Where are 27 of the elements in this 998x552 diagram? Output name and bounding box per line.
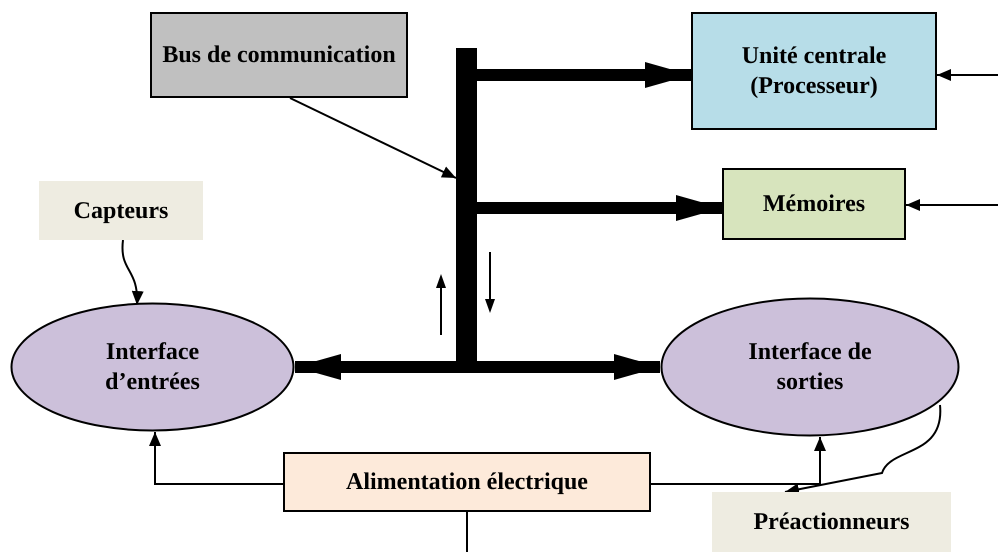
arrow bbox=[121, 240, 144, 305]
arrow bbox=[906, 199, 998, 211]
node-label: Alimentation électrique bbox=[345, 468, 589, 497]
process-box bbox=[691, 12, 937, 130]
node-label: Interface d’entrées bbox=[104, 338, 201, 397]
arrow bbox=[295, 354, 456, 380]
interface-ellipse bbox=[660, 297, 960, 437]
node-label: Bus de communication bbox=[161, 41, 397, 70]
power-box bbox=[283, 452, 651, 512]
process-box bbox=[722, 168, 906, 240]
leader-line bbox=[290, 97, 456, 179]
node-label: Interface de sorties bbox=[747, 338, 873, 397]
label-box bbox=[39, 181, 203, 240]
arrow bbox=[477, 195, 722, 221]
arrow bbox=[477, 354, 660, 380]
node-label: Mémoires bbox=[762, 190, 866, 219]
label-box bbox=[150, 12, 408, 98]
arrow bbox=[149, 432, 283, 485]
node-label: Préactionneurs bbox=[752, 508, 910, 537]
arrow bbox=[651, 437, 826, 485]
label-box bbox=[712, 492, 951, 552]
node-label: Unité centrale (Processeur) bbox=[740, 42, 888, 101]
arrow bbox=[937, 69, 998, 81]
arrow bbox=[477, 62, 691, 88]
bus-bar bbox=[456, 48, 477, 373]
interface-ellipse bbox=[10, 302, 295, 432]
node-label: Capteurs bbox=[72, 196, 170, 226]
